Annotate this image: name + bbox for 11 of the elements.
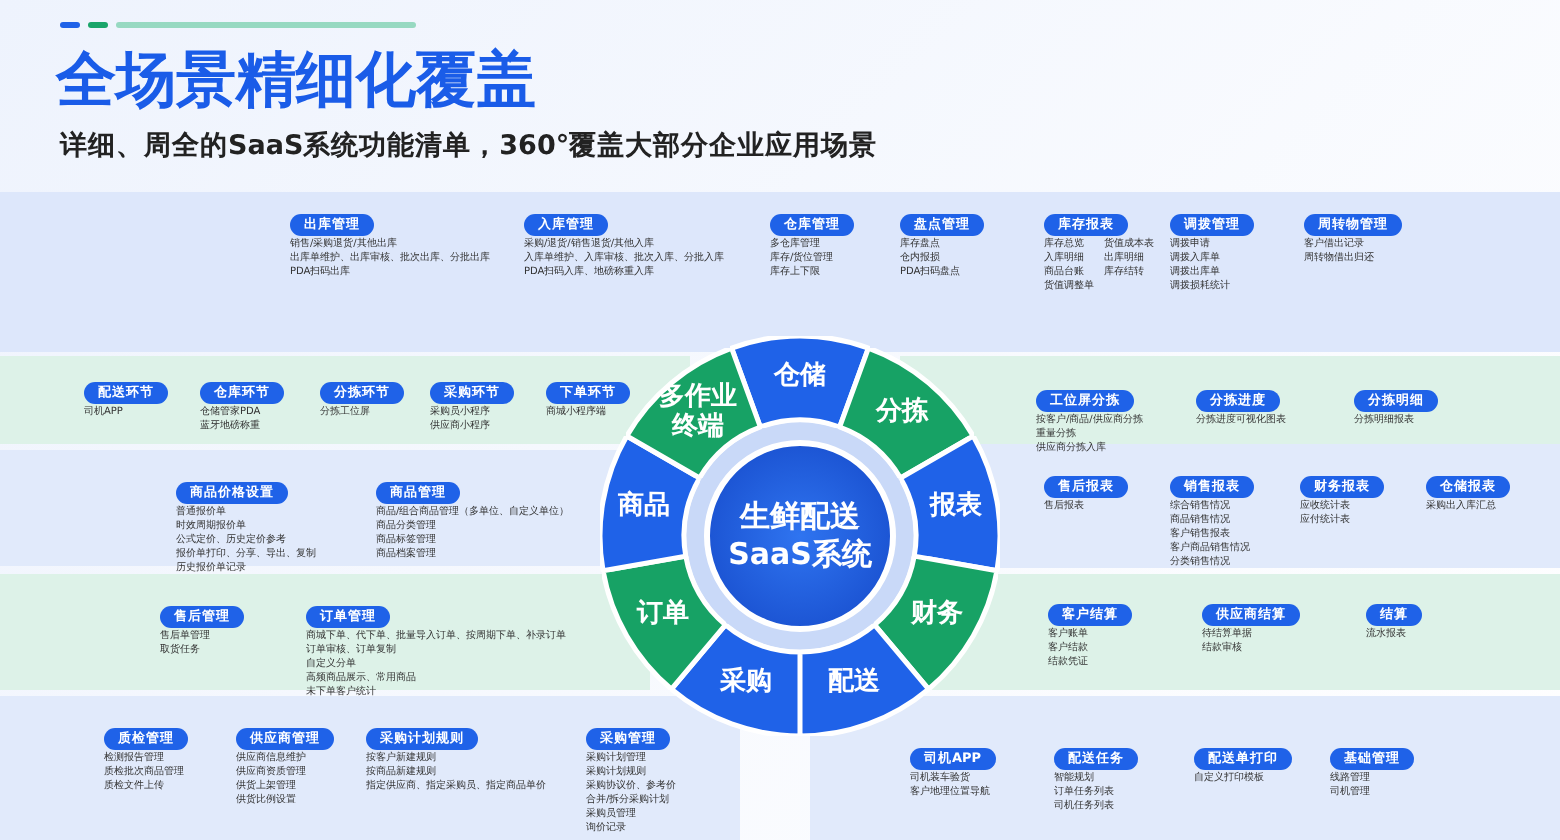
segment-label: 分拣 — [873, 400, 931, 430]
segment-label: 财务 — [908, 600, 965, 630]
center-title: 生鲜配送SaaS系统 — [726, 498, 874, 574]
segment-label: 仓储 — [771, 363, 828, 393]
segment-label: 采购 — [717, 669, 774, 700]
page-title: 全场景精细化覆盖 — [56, 44, 536, 120]
segment-label: 订单 — [634, 600, 692, 630]
segment-label: 配送 — [826, 669, 883, 700]
segment-label: 报表 — [927, 493, 984, 524]
subtitle: 详细、周全的SaaS系统功能清单，360°覆盖大部分企业应用场景 — [60, 128, 878, 164]
segment-label: 商品 — [616, 493, 673, 524]
